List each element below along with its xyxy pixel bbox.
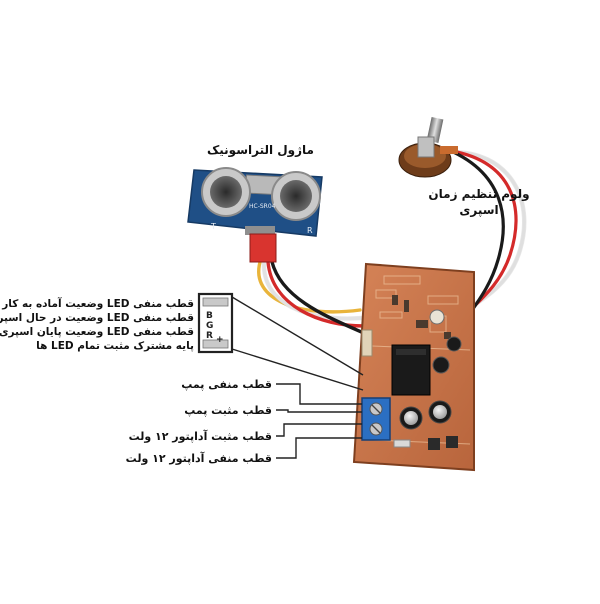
label-pump-positive: قطب مثبت پمپ: [184, 404, 272, 417]
sensor-mark-center: HC-SR04: [249, 203, 276, 210]
connector-pin-r: R: [206, 331, 213, 341]
label-led-spraying: قطب منفی LED وضعیت در حال اسپری: [0, 312, 194, 324]
label-led-ready: قطب منفی LED وضعیت آماده به کار: [2, 298, 194, 310]
potentiometer-wires: [442, 146, 527, 327]
potentiometer: [398, 117, 458, 178]
sensor-wires: [257, 259, 368, 336]
led-connector: [197, 292, 234, 354]
connector-pin-b: B: [206, 311, 213, 321]
connector-pin-g: G: [206, 321, 213, 331]
label-ultrasonic-module: ماژول التراسونیک: [206, 143, 314, 157]
sensor-mark-left: T: [210, 222, 216, 231]
control-pcb: [352, 262, 475, 472]
label-volume-line-2: اسپری: [459, 203, 499, 217]
leader-lines: [231, 296, 364, 459]
label-adapter-positive: قطب مثبت آداپتور ۱۲ ولت: [128, 430, 272, 443]
label-led-end: قطب منفی LED وضعیت پایان اسپری: [0, 326, 194, 338]
label-led-common: پایه مشترک مثبت تمام LED ها: [36, 340, 194, 352]
connector-pin-plus: +: [216, 335, 224, 345]
label-adapter-negative: قطب منفی آداپتور ۱۲ ولت: [125, 452, 272, 465]
label-pump-negative: قطب منفی پمپ: [181, 378, 272, 391]
ultrasonic-sensor: [187, 167, 323, 263]
sensor-mark-right: R: [307, 226, 313, 235]
connector-pin-labels: B G R +: [206, 311, 224, 345]
label-volume-line-1: ولوم تنظیم زمان: [428, 187, 530, 201]
